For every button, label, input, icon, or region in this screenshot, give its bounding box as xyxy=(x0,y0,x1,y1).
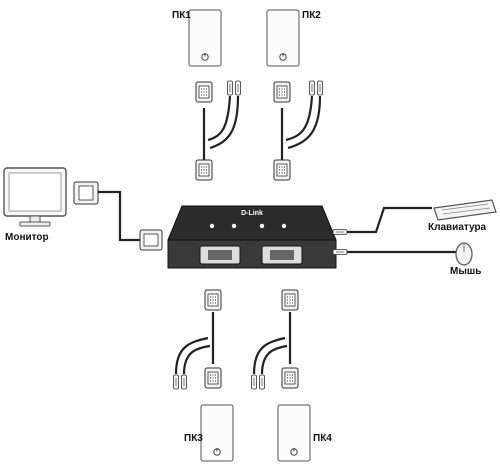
mouse-label: Мышь xyxy=(450,266,482,277)
pc1-label: ПК1 xyxy=(172,10,191,21)
monitor-cable xyxy=(98,190,140,242)
pc3-vga-connector xyxy=(204,367,222,389)
pc2-ps2-plug xyxy=(309,80,315,96)
pc2-switch-connector xyxy=(273,159,291,181)
pc4-cable-set xyxy=(252,312,292,375)
pc4-ps2-plug xyxy=(251,374,257,390)
mouse-icon xyxy=(455,242,473,266)
keyboard-icon xyxy=(433,199,497,221)
pc3-ps2-plug xyxy=(181,374,187,390)
pc3-label: ПК3 xyxy=(184,433,203,444)
pc1-vga-connector xyxy=(195,81,213,103)
pc3-cable-set xyxy=(174,312,215,375)
pc2-ps2-plug xyxy=(317,80,323,96)
pc4-switch-connector xyxy=(281,289,299,311)
pc3-ps2-plug xyxy=(173,374,179,390)
monitor-icon xyxy=(3,167,67,227)
pc2-label: ПК2 xyxy=(302,10,321,21)
pc4-ps2-plug xyxy=(259,374,265,390)
monitor-label: Монитор xyxy=(5,232,49,243)
pc1-tower xyxy=(188,9,222,67)
pc4-tower xyxy=(277,404,311,462)
keyboard-ps2-plug xyxy=(332,229,348,235)
mouse-ps2-plug xyxy=(332,249,348,255)
pc3-switch-connector xyxy=(204,289,222,311)
brand-logo: D-Link xyxy=(241,210,263,217)
switch-console-vga-connector xyxy=(139,229,163,251)
pc3-tower xyxy=(200,404,234,462)
monitor-vga-connector xyxy=(73,181,99,205)
pc1-switch-connector xyxy=(195,159,213,181)
port-led-4 xyxy=(281,223,287,229)
port-led-2 xyxy=(231,223,237,229)
pc4-label: ПК4 xyxy=(313,433,332,444)
pc1-ps2-plug xyxy=(227,80,233,96)
pc2-vga-connector xyxy=(273,81,291,103)
keyboard-label: Клавиатура xyxy=(428,222,487,233)
port-led-3 xyxy=(259,223,265,229)
pc2-tower xyxy=(266,9,300,67)
keyboard-cable xyxy=(346,206,432,234)
pc4-vga-connector xyxy=(281,367,299,389)
kvm-switch xyxy=(167,205,337,269)
pc1-ps2-plug xyxy=(235,80,241,96)
pc1-cable-set xyxy=(202,95,240,160)
pc2-cable-set xyxy=(280,95,322,160)
port-led-1 xyxy=(209,223,215,229)
